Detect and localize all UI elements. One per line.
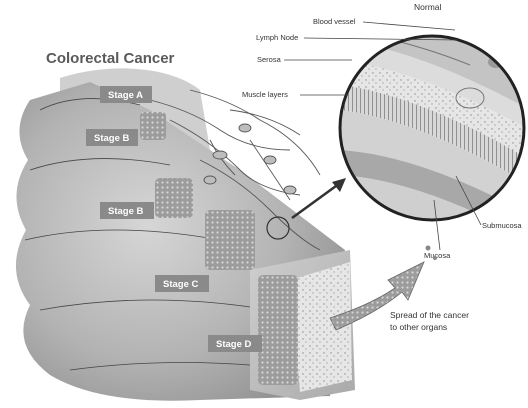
label-lymph-node: Lymph Node [256, 33, 298, 42]
label-mucosa: Mucosa [424, 251, 451, 260]
label-spread-line1: Spread of the cancer [390, 310, 469, 320]
normal-tissue-magnified [340, 20, 528, 240]
svg-text:Stage B: Stage B [94, 133, 130, 144]
colon-illustration [16, 68, 355, 400]
label-submucosa: Submucosa [482, 221, 522, 230]
label-blood-vessel: Blood vessel [313, 17, 356, 26]
label-serosa: Serosa [257, 55, 282, 64]
stage-label-a: Stage A [100, 86, 152, 103]
diagram-title: Colorectal Cancer [46, 50, 175, 67]
svg-text:Stage D: Stage D [216, 339, 252, 350]
tumor-stage-b1 [140, 112, 166, 140]
magnify-arrow [292, 178, 346, 218]
svg-text:Stage A: Stage A [108, 90, 143, 101]
label-spread-line2: to other organs [390, 322, 447, 332]
label-normal: Normal [414, 2, 442, 12]
tumor-stage-b2 [155, 178, 193, 218]
stage-label-b2: Stage B [100, 202, 154, 219]
svg-text:Stage C: Stage C [163, 279, 199, 290]
stage-label-c: Stage C [155, 275, 209, 292]
tumor-stage-c [205, 210, 255, 270]
stage-label-d: Stage D [208, 335, 262, 352]
stage-label-b1: Stage B [86, 129, 138, 146]
label-muscle-layers: Muscle layers [242, 90, 288, 99]
svg-text:Stage B: Stage B [108, 206, 144, 217]
tumor-stage-d [258, 275, 298, 385]
